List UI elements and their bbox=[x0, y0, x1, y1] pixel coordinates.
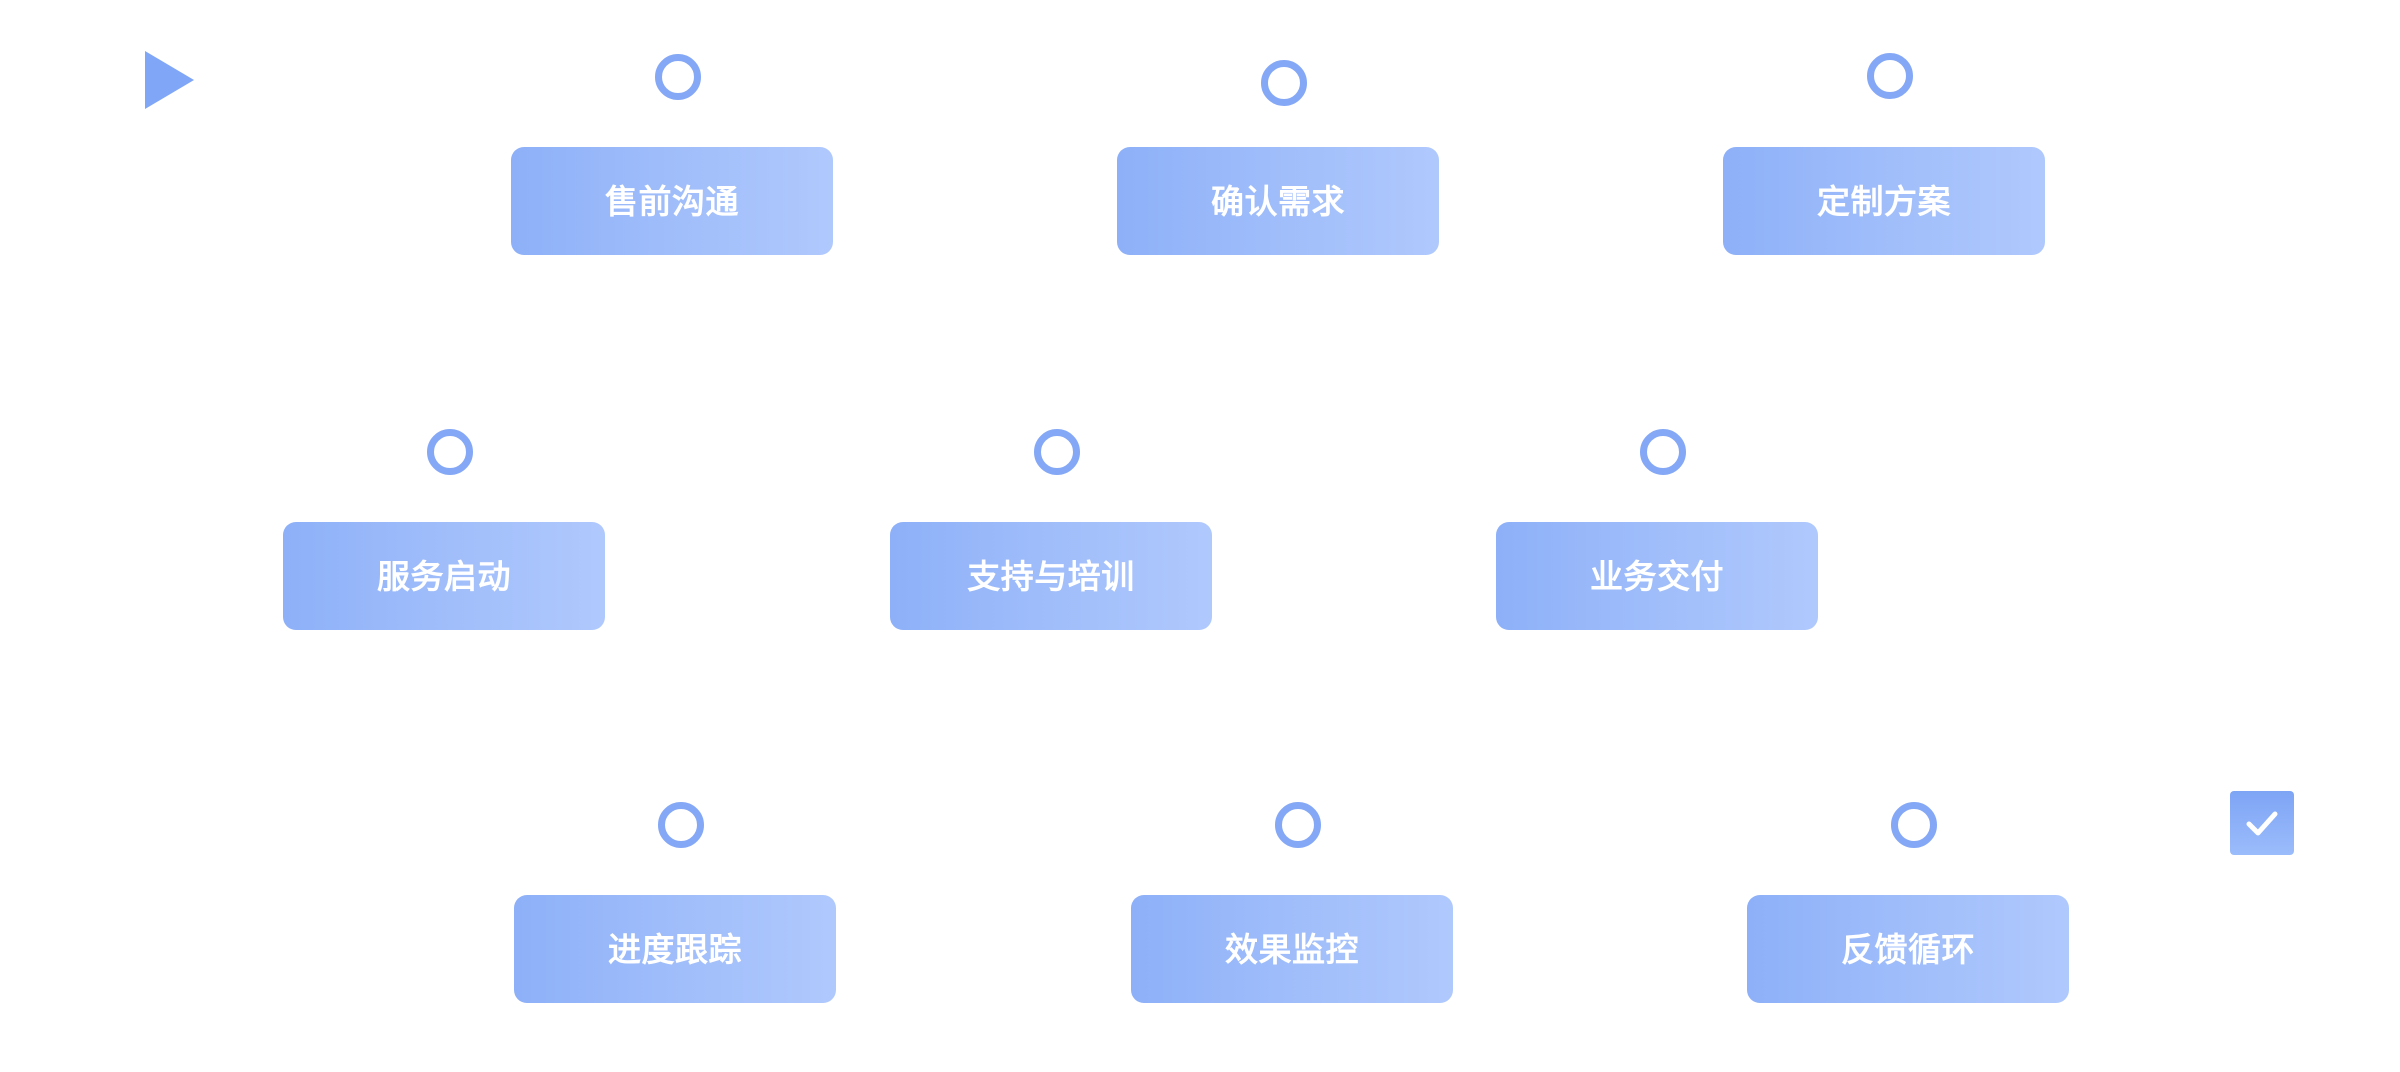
step-label: 服务启动 bbox=[377, 556, 511, 596]
step-progress-tracking: 进度跟踪 bbox=[514, 802, 844, 1003]
step-card[interactable]: 进度跟踪 bbox=[514, 895, 836, 1003]
step-label: 确认需求 bbox=[1211, 181, 1345, 221]
step-presales-communication: 售前沟通 bbox=[511, 54, 841, 255]
step-card[interactable]: 效果监控 bbox=[1131, 895, 1453, 1003]
step-node-circle bbox=[1261, 60, 1307, 106]
step-card[interactable]: 支持与培训 bbox=[890, 522, 1212, 630]
step-node-circle bbox=[1275, 802, 1321, 848]
checkmark-glyph bbox=[2246, 811, 2278, 836]
step-node-circle bbox=[658, 802, 704, 848]
step-card[interactable]: 售前沟通 bbox=[511, 147, 833, 255]
step-label: 反馈循环 bbox=[1841, 929, 1975, 969]
step-business-delivery: 业务交付 bbox=[1496, 429, 1826, 630]
step-node-circle bbox=[1034, 429, 1080, 475]
step-support-and-training: 支持与培训 bbox=[890, 429, 1220, 630]
step-card[interactable]: 确认需求 bbox=[1117, 147, 1439, 255]
play-triangle-icon bbox=[145, 51, 194, 109]
step-customized-plan: 定制方案 bbox=[1723, 53, 2053, 255]
checkmark-icon bbox=[2230, 791, 2294, 855]
step-label: 支持与培训 bbox=[967, 556, 1135, 596]
step-node-circle bbox=[1640, 429, 1686, 475]
step-node-circle bbox=[1867, 53, 1913, 99]
step-card[interactable]: 业务交付 bbox=[1496, 522, 1818, 630]
step-card[interactable]: 反馈循环 bbox=[1747, 895, 2069, 1003]
step-effect-monitoring: 效果监控 bbox=[1131, 802, 1461, 1003]
step-node-circle bbox=[427, 429, 473, 475]
step-label: 售前沟通 bbox=[605, 181, 739, 221]
step-label: 进度跟踪 bbox=[608, 929, 742, 969]
step-label: 定制方案 bbox=[1817, 181, 1951, 221]
step-card[interactable]: 定制方案 bbox=[1723, 147, 2045, 255]
step-label: 业务交付 bbox=[1590, 556, 1724, 596]
step-confirm-requirements: 确认需求 bbox=[1117, 54, 1447, 255]
step-label: 效果监控 bbox=[1225, 929, 1359, 969]
step-card[interactable]: 服务启动 bbox=[283, 522, 605, 630]
step-service-launch: 服务启动 bbox=[283, 429, 613, 630]
step-feedback-loop: 反馈循环 bbox=[1747, 802, 2077, 1003]
step-node-circle bbox=[1891, 802, 1937, 848]
step-node-circle bbox=[655, 54, 701, 100]
